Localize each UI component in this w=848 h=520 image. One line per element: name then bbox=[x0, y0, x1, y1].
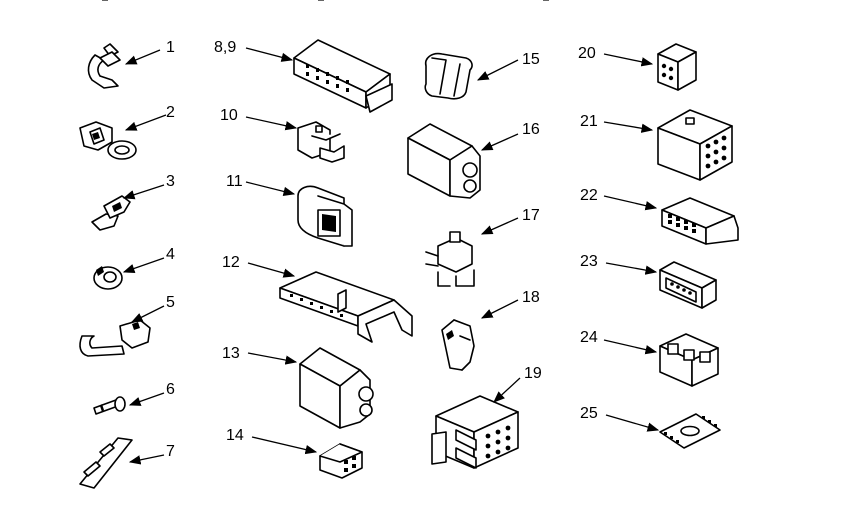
label-25: 25 bbox=[580, 405, 598, 422]
part-1-clip bbox=[87, 43, 121, 89]
label-18: 18 bbox=[522, 289, 540, 306]
part-11-housing bbox=[297, 185, 353, 247]
leader-4 bbox=[122, 257, 165, 273]
label-3: 3 bbox=[166, 173, 175, 190]
leader-11 bbox=[245, 181, 296, 196]
label-15: 15 bbox=[522, 51, 540, 68]
label-8-9: 8,9 bbox=[214, 39, 236, 56]
label-14: 14 bbox=[226, 427, 244, 444]
leader-17 bbox=[480, 217, 519, 235]
leader-25 bbox=[605, 414, 660, 432]
label-12: 12 bbox=[222, 254, 240, 271]
label-7: 7 bbox=[166, 443, 175, 460]
label-4: 4 bbox=[166, 246, 175, 263]
part-3-clip bbox=[91, 195, 131, 231]
part-13-housing bbox=[299, 347, 374, 429]
label-13: 13 bbox=[222, 345, 240, 362]
label-10: 10 bbox=[220, 107, 238, 124]
label-23: 23 bbox=[580, 253, 598, 270]
leader-8-9 bbox=[245, 47, 294, 62]
leader-6 bbox=[128, 392, 165, 406]
leader-2 bbox=[124, 114, 167, 131]
part-24-housing bbox=[659, 333, 719, 387]
label-22: 22 bbox=[580, 187, 598, 204]
label-19: 19 bbox=[524, 365, 542, 382]
leader-20 bbox=[603, 53, 654, 67]
label-6: 6 bbox=[166, 381, 175, 398]
part-23-d-sub-connector bbox=[659, 261, 717, 309]
leader-18 bbox=[480, 299, 519, 319]
part-17-terminal-block bbox=[425, 231, 475, 287]
leader-24 bbox=[603, 339, 658, 355]
part-16-housing bbox=[407, 123, 481, 199]
label-1: 1 bbox=[166, 39, 175, 56]
label-11: 11 bbox=[226, 173, 243, 190]
part-7-strip bbox=[79, 437, 133, 489]
part-12-rail-connector bbox=[279, 271, 413, 343]
label-20: 20 bbox=[578, 45, 596, 62]
part-5-strap bbox=[79, 319, 151, 357]
leader-12 bbox=[247, 262, 296, 278]
leader-5 bbox=[130, 305, 165, 323]
label-24: 24 bbox=[580, 329, 598, 346]
part-15-sleeve bbox=[424, 52, 473, 100]
leader-10 bbox=[245, 116, 298, 131]
label-5: 5 bbox=[166, 294, 175, 311]
leader-21 bbox=[603, 121, 654, 133]
part-14-plug bbox=[319, 443, 363, 479]
part-19-multi-connector bbox=[431, 395, 519, 469]
part-6-screw bbox=[93, 396, 126, 415]
part-25-circuit-board bbox=[659, 413, 721, 449]
label-16: 16 bbox=[522, 121, 540, 138]
leader-19 bbox=[493, 377, 521, 403]
leader-14 bbox=[251, 436, 318, 455]
leader-15 bbox=[476, 59, 519, 81]
leader-1 bbox=[124, 49, 161, 65]
leader-16 bbox=[480, 133, 519, 151]
part-21-cube bbox=[657, 109, 733, 181]
label-21: 21 bbox=[580, 113, 598, 130]
leader-23 bbox=[605, 262, 658, 275]
label-17: 17 bbox=[522, 207, 540, 224]
leader-13 bbox=[247, 352, 298, 365]
part-18-latch bbox=[441, 319, 475, 371]
label-2: 2 bbox=[166, 104, 175, 121]
part-2-bracket bbox=[79, 121, 137, 160]
leader-22 bbox=[603, 195, 658, 211]
part-10-terminal bbox=[297, 121, 345, 163]
leader-3 bbox=[122, 184, 165, 200]
part-4-grommet bbox=[93, 266, 123, 290]
part-8-9-connector-block bbox=[293, 39, 393, 113]
leader-7 bbox=[128, 454, 165, 465]
part-22-multi-connector bbox=[661, 197, 739, 245]
part-20-cube bbox=[657, 43, 697, 91]
